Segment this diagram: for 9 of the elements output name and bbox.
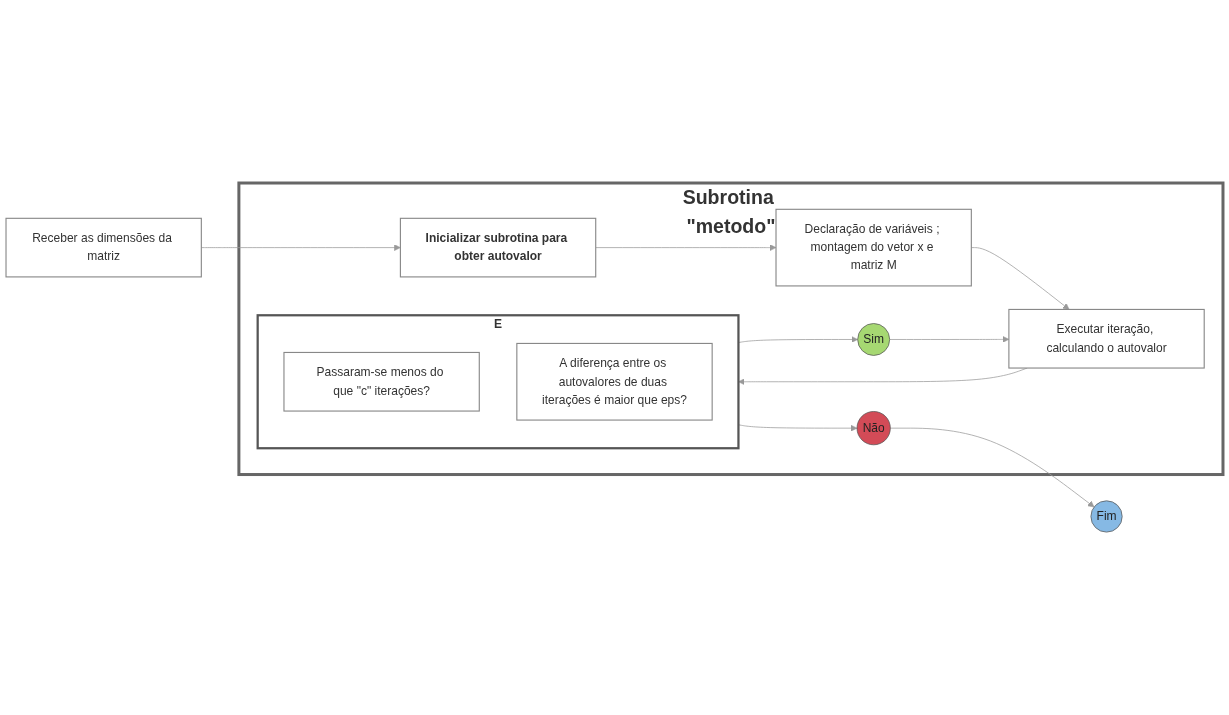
node-circle: Não <box>856 411 891 446</box>
node-circle: Fim <box>1090 500 1123 533</box>
node-box: Executar iteração, calculando o autovalor <box>1008 308 1205 369</box>
node-box: Passaram-se menos do que "c" iterações? <box>283 351 480 412</box>
node-box: Receber as dimensões da matriz <box>5 217 202 278</box>
node-box: A diferença entre os autovalores de duas iterações é maior que eps? <box>516 342 713 421</box>
node-box: Inicializar subrotina para obter autovalor <box>399 217 597 278</box>
node-box: Declaração de variáveis ; montagem do vetor x e matriz M <box>775 208 972 287</box>
node-circle: Sim <box>857 323 891 356</box>
